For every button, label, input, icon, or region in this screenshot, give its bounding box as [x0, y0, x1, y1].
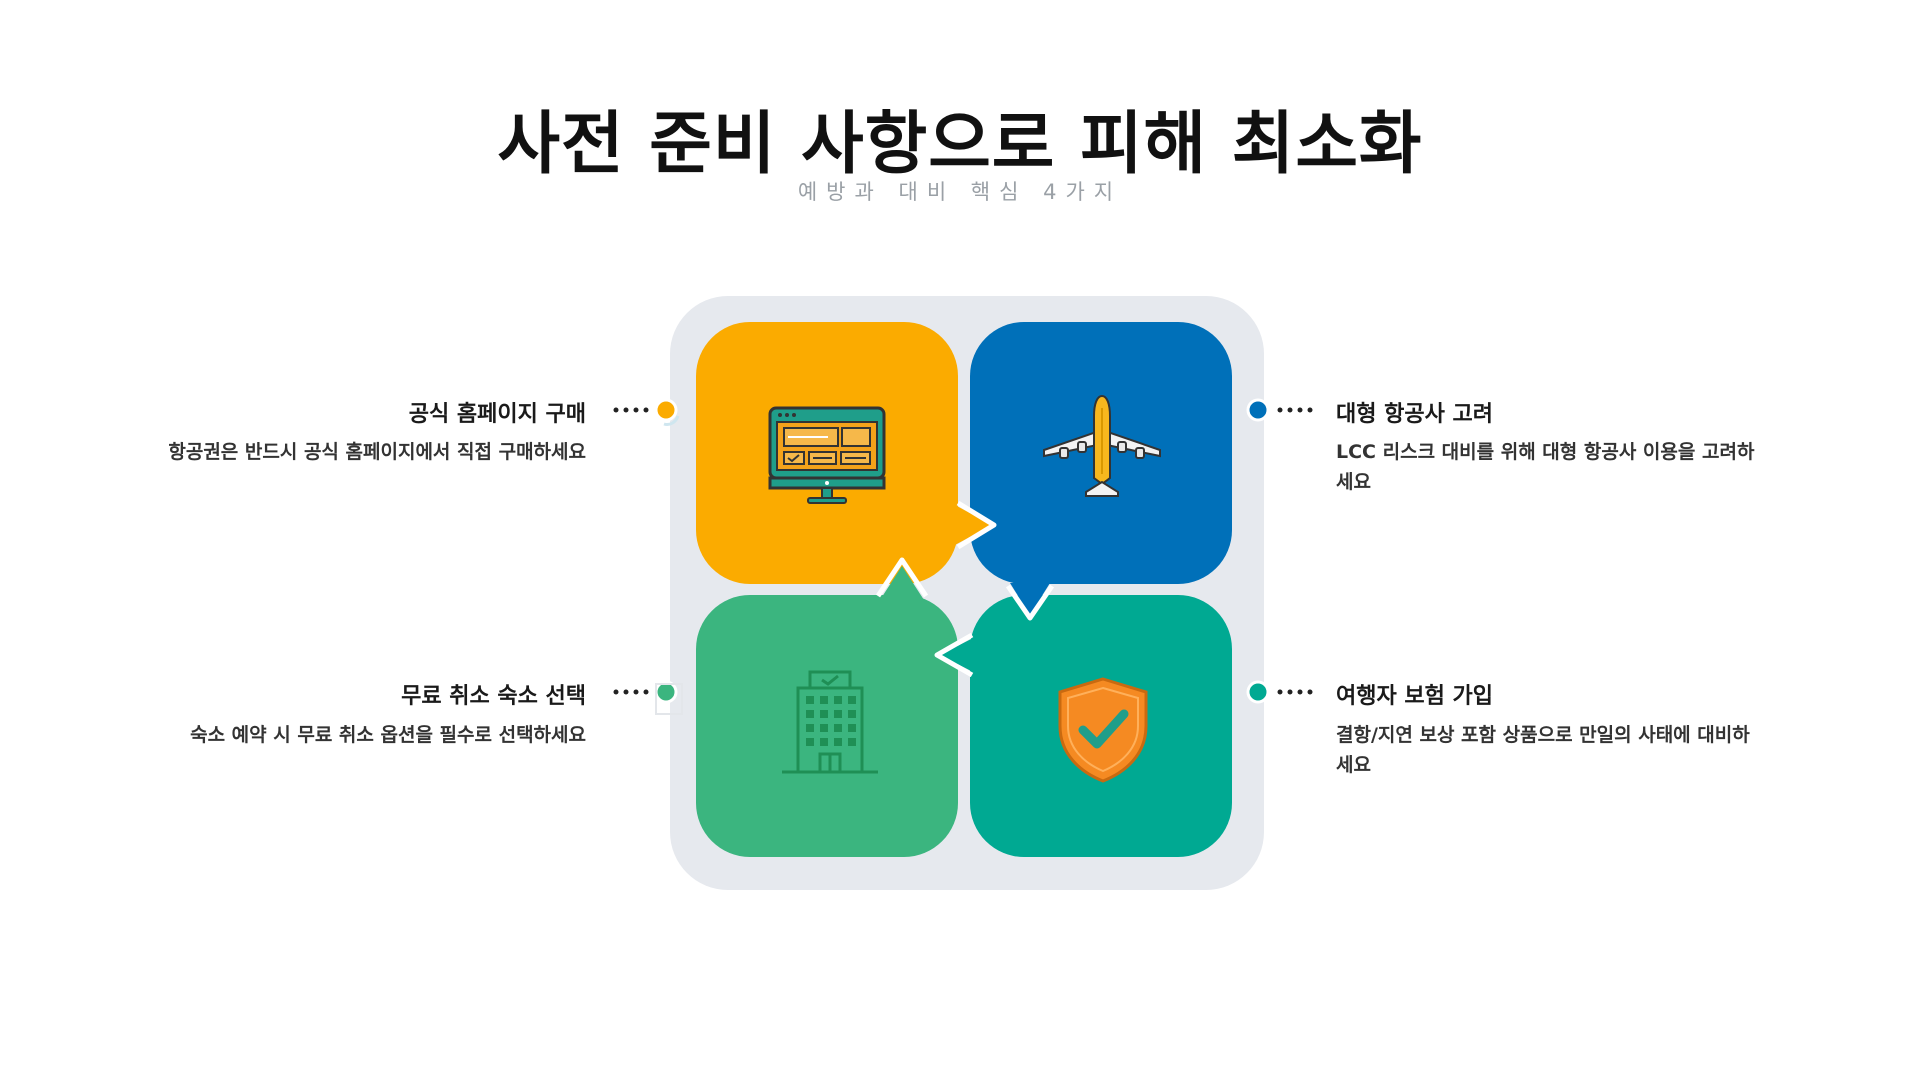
- connector-3: [613, 680, 683, 715]
- shield-check-icon: [1058, 677, 1148, 783]
- item-title-major-airline: 대형 항공사 고려: [1336, 402, 1493, 427]
- item-title-travel-insurance: 여행자 보험 가입: [1336, 684, 1493, 709]
- airplane-icon: [1043, 394, 1161, 497]
- item-title-free-cancel-hotel: 무료 취소 숙소 선택: [401, 684, 586, 709]
- connector-4: [1246, 680, 1313, 704]
- item-desc-free-cancel-hotel: 숙소 예약 시 무료 취소 옵션을 필수로 선택하세요: [190, 724, 586, 746]
- item-desc-travel-insurance: 결항/지연 보상 포함 상품으로 만일의 사태에 대비하세요: [1336, 724, 1750, 776]
- connector-1: [613, 398, 680, 426]
- item-desc-major-airline: LCC 리스크 대비를 위해 대형 항공사 이용을 고려하세요: [1336, 441, 1755, 493]
- hotel-building-icon: [782, 670, 878, 774]
- computer-monitor-icon: [768, 406, 886, 504]
- item-title-official-website: 공식 홈페이지 구매: [408, 402, 586, 427]
- item-desc-official-website: 항공권은 반드시 공식 홈페이지에서 직접 구매하세요: [168, 441, 586, 463]
- connector-2: [1246, 398, 1313, 422]
- page-title: 사전 준비 사항으로 피해 최소화: [497, 105, 1423, 184]
- page-subtitle: 예방과 대비 핵심 4가지: [797, 180, 1123, 204]
